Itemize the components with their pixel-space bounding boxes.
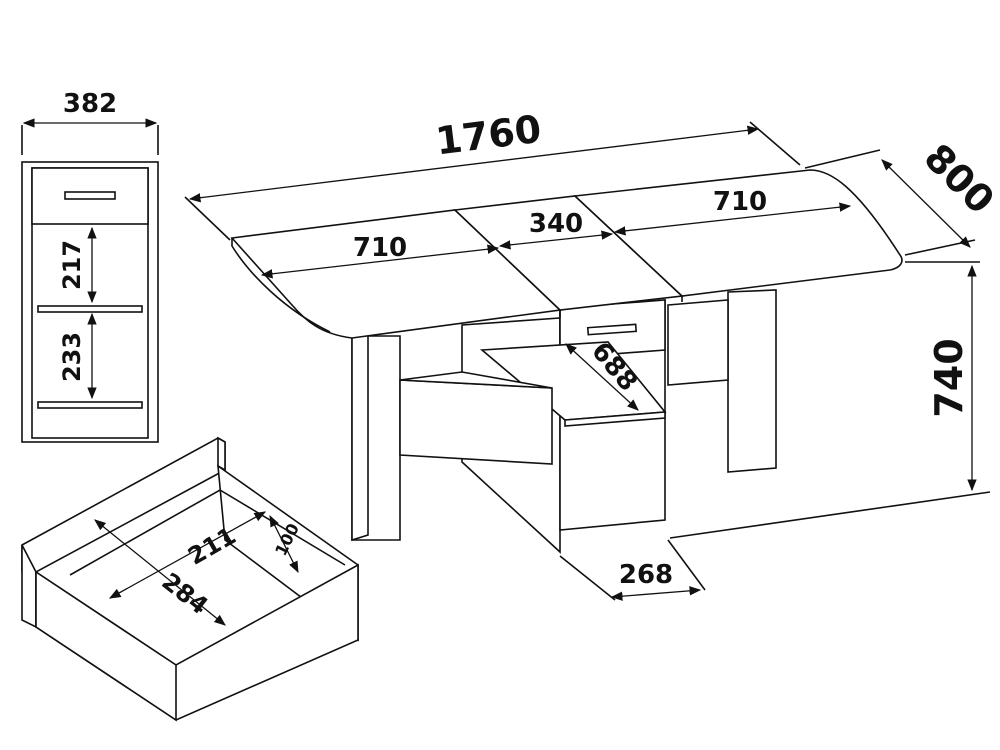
leaf-right-label: 710 <box>713 187 767 217</box>
extension-line <box>669 491 991 539</box>
base-depth-dimension-line <box>610 586 702 601</box>
tabletop-edge <box>231 238 331 333</box>
overall-width-dimension-line <box>188 125 760 203</box>
base-depth-label: 268 <box>619 560 673 590</box>
drawer-handle <box>64 191 116 200</box>
drawer-back-edge <box>217 436 226 472</box>
depth-dimension-line <box>881 159 971 248</box>
leaf-left-dimension-line <box>260 244 500 279</box>
extension-line <box>804 149 881 169</box>
cabinet-drawer-handle <box>586 323 638 336</box>
drawer-length-label: 284 <box>157 567 214 620</box>
shelf-upper <box>37 305 143 313</box>
drawer-width-dimension-line <box>108 511 267 599</box>
extension-line <box>667 539 706 591</box>
leaf-left-label: 710 <box>353 233 407 263</box>
shelf-lower <box>37 401 143 409</box>
right-leg <box>727 289 777 473</box>
left-leg-side <box>351 320 369 542</box>
table-isometric-view: 1760 800 740 688 <box>184 107 1000 601</box>
shelf-lower-label: 233 <box>58 332 86 382</box>
drawer-detail-view: 284 211 100 <box>21 436 359 722</box>
height-label: 740 <box>927 338 971 417</box>
pullout-shelf-left <box>399 379 553 465</box>
depth-label: 800 <box>916 135 1000 222</box>
center-dimension-line <box>498 230 614 250</box>
pullout-shelf-edge <box>564 411 666 427</box>
shelf-upper-label: 217 <box>58 240 86 290</box>
leaf-right-dimension-line <box>613 202 852 236</box>
overall-width-label: 1760 <box>433 107 543 164</box>
extension-line <box>559 555 616 601</box>
pullout-shelf-left-top <box>399 371 553 389</box>
drawer-height-dimension-line <box>269 514 299 574</box>
right-rail <box>667 299 729 386</box>
extension-line <box>184 196 231 241</box>
center-label: 340 <box>529 209 583 239</box>
drawer-front-face <box>35 570 177 722</box>
front-elevation-view: 382 217 233 <box>21 89 159 443</box>
cabinet-width-label: 382 <box>63 89 117 119</box>
pullout-depth-dimension-line <box>565 343 639 411</box>
